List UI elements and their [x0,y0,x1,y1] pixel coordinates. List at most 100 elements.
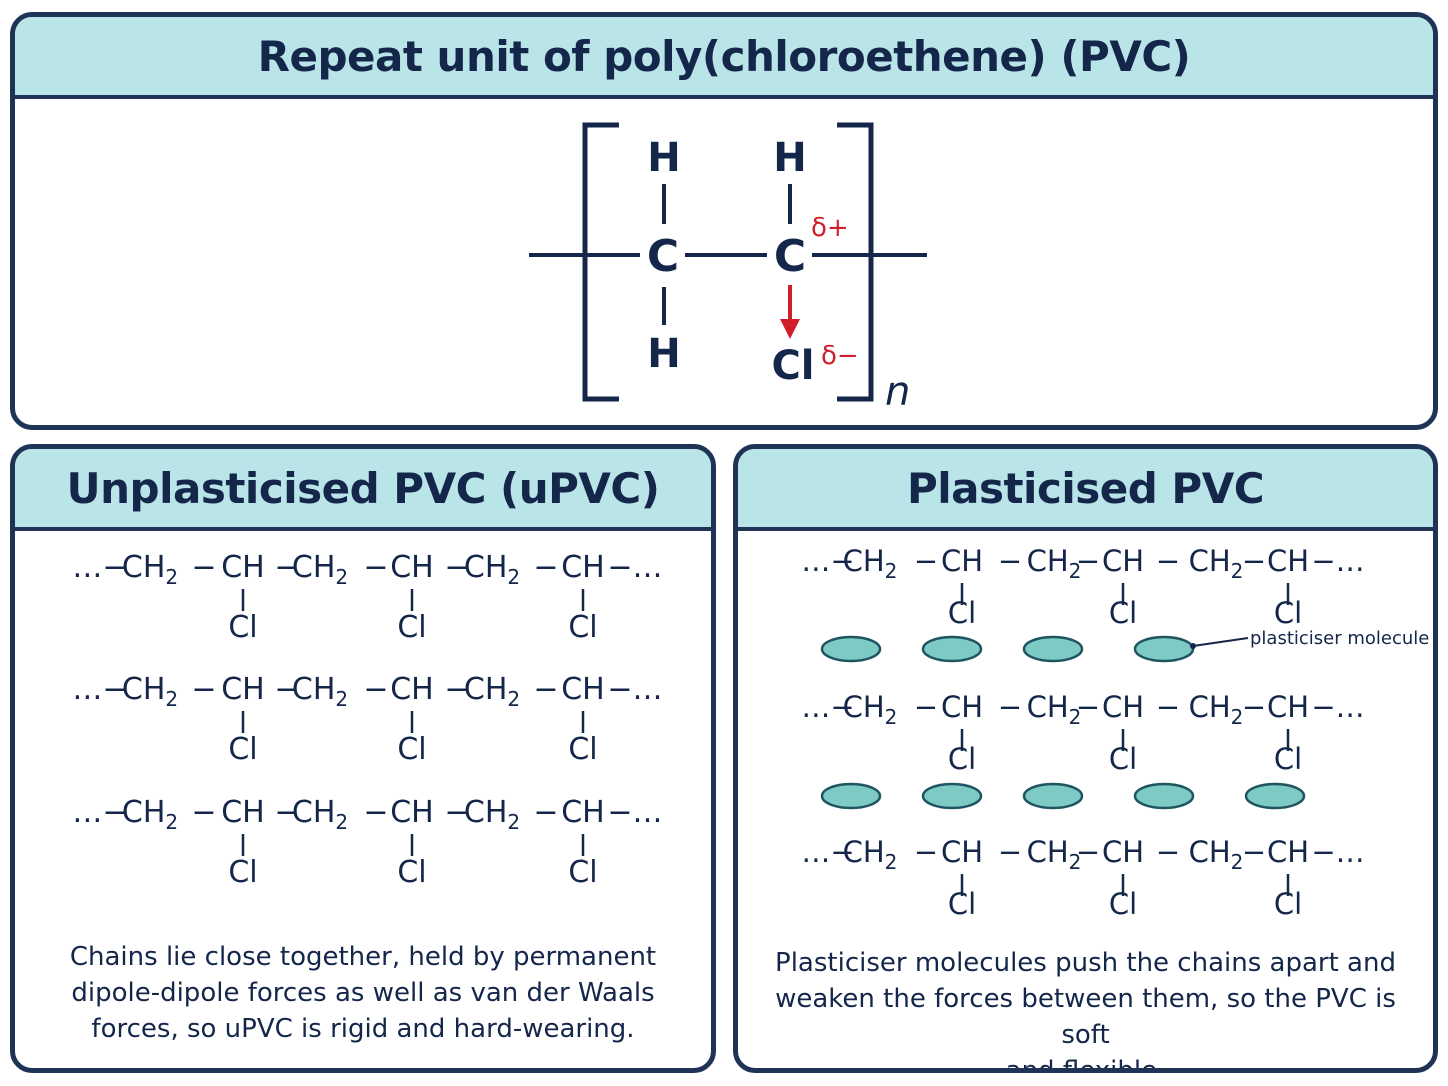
repeat-unit-title: Repeat unit of poly(chloroethene) (PVC) [257,31,1191,81]
chain-bond: − [1156,835,1180,869]
repeat-subscript-n: n [885,369,910,415]
chain-bond: − [444,795,469,830]
upvc-caption-line-1: Chains lie close together, held by perma… [69,942,657,972]
ch2-group: CH2 [292,550,348,589]
polymer-chain: …−CH2−CHCl−CH2−CHCl−CH2−CHCl−… [72,795,662,890]
ch2-group: CH2 [843,835,898,874]
ch2-group: CH2 [843,690,898,729]
chain-bond: − [1076,835,1100,869]
ch2-group: CH2 [122,672,178,711]
chlorine-substituent: Cl [1274,887,1302,921]
chlorine-substituent: Cl [948,742,976,776]
chlorine-substituent: Cl [1109,596,1137,630]
ch2-group: CH2 [122,550,178,589]
plasticiser-molecule [1133,782,1195,810]
chain-bond: …− [801,835,854,869]
polymer-chain: …−CH2−CHCl−CH2−CHCl−CH2−CHCl−… [801,835,1364,921]
chain-bond: − [1242,835,1266,869]
plasticiser-molecule [921,782,983,810]
plasticiser-molecule [1022,782,1084,810]
ch2-group: CH2 [1189,835,1244,874]
ch-group: CH [1102,835,1144,869]
ch2-group: CH2 [464,672,520,711]
ch-group: CH [561,550,605,585]
chain-bond: −… [1311,835,1364,869]
ch-group: CH [221,550,265,585]
ch-group: CH [390,550,434,585]
chlorine-substituent: Cl [1109,742,1137,776]
ch-group: CH [1102,544,1144,578]
polymer-chain: …−CH2−CHCl−CH2−CHCl−CH2−CHCl−… [801,690,1364,776]
upvc-caption-line-3: forces, so uPVC is rigid and hard-wearin… [91,1014,635,1044]
chlorine-substituent: Cl [228,732,257,767]
plasticised-pvc-caption: Plasticiser molecules push the chains ap… [758,945,1413,1073]
plasticised-pvc-title: Plasticised PVC [906,463,1265,513]
repeat-unit-header: Repeat unit of poly(chloroethene) (PVC) [15,17,1433,99]
plasticiser-molecule [820,782,882,810]
plasticiser-molecule [921,635,983,663]
chain-bond: − [1242,690,1266,724]
delta-minus-label: δ− [821,341,859,371]
upvc-title: Unplasticised PVC (uPVC) [66,463,660,513]
ch-group: CH [390,672,434,707]
ch-group: CH [941,544,983,578]
plasticiser-molecule [1133,635,1195,663]
hydrogen-bottom-left: H [647,331,680,377]
chlorine-substituent: Cl [397,732,426,767]
upvc-caption-line-2: dipole-dipole forces as well as van der … [71,978,655,1008]
chain-bond: − [1076,690,1100,724]
plasticised-caption-line-2: weaken the forces between them, so the P… [775,984,1396,1050]
chain-bond: − [1242,544,1266,578]
chlorine-substituent: Cl [228,610,257,645]
plasticised-caption-line-1: Plasticiser molecules push the chains ap… [775,948,1396,978]
plasticiser-molecule [820,635,882,663]
ch2-group: CH2 [292,795,348,834]
dipole-arrow-head [780,319,800,339]
chain-bond: −… [607,795,662,830]
chain-bond: − [363,795,388,830]
chlorine-atom: Cl [771,343,814,389]
polymer-chain: …−CH2−CHCl−CH2−CHCl−CH2−CHCl−… [801,544,1364,630]
ch-group: CH [1267,690,1309,724]
chlorine-substituent: Cl [568,732,597,767]
plasticised-pvc-chains: …−CH2−CHCl−CH2−CHCl−CH2−CHCl−……−CH2−CHCl… [801,544,1429,921]
chlorine-substituent: Cl [228,855,257,890]
chain-bond: − [998,835,1022,869]
right-bracket [837,122,874,402]
ch-group: CH [941,835,983,869]
chlorine-substituent: Cl [568,855,597,890]
ch2-group: CH2 [122,795,178,834]
chain-bond: − [191,795,216,830]
chlorine-substituent: Cl [1274,742,1302,776]
chain-bond: − [914,835,938,869]
ch-group: CH [390,795,434,830]
chain-bond: − [1076,544,1100,578]
chain-bond: …− [72,672,127,707]
plasticised-caption-line-3: and flexible. [1005,1056,1166,1073]
ch2-group: CH2 [464,550,520,589]
chain-bond: − [274,795,299,830]
chain-bond: …− [801,544,854,578]
ch2-group: CH2 [1027,544,1082,583]
plasticiser-molecule [1022,635,1084,663]
chain-bond: − [274,672,299,707]
ch2-group: CH2 [464,795,520,834]
chain-bond: …− [801,690,854,724]
chain-bond: − [533,795,558,830]
chain-bond: − [191,550,216,585]
left-bracket [582,122,619,402]
chain-bond: −… [1311,544,1364,578]
chain-bond: − [533,550,558,585]
chlorine-substituent: Cl [948,887,976,921]
chain-bond: − [1156,690,1180,724]
chlorine-substituent: Cl [397,855,426,890]
chain-bond: − [444,550,469,585]
upvc-chains: …−CH2−CHCl−CH2−CHCl−CH2−CHCl−……−CH2−CHCl… [72,550,662,890]
ch-group: CH [1102,690,1144,724]
chain-bond: − [191,672,216,707]
ch-group: CH [221,795,265,830]
carbon-left: C [647,231,679,282]
repeat-unit-panel: Repeat unit of poly(chloroethene) (PVC) … [10,12,1438,430]
polymer-chain: …−CH2−CHCl−CH2−CHCl−CH2−CHCl−… [72,672,662,767]
